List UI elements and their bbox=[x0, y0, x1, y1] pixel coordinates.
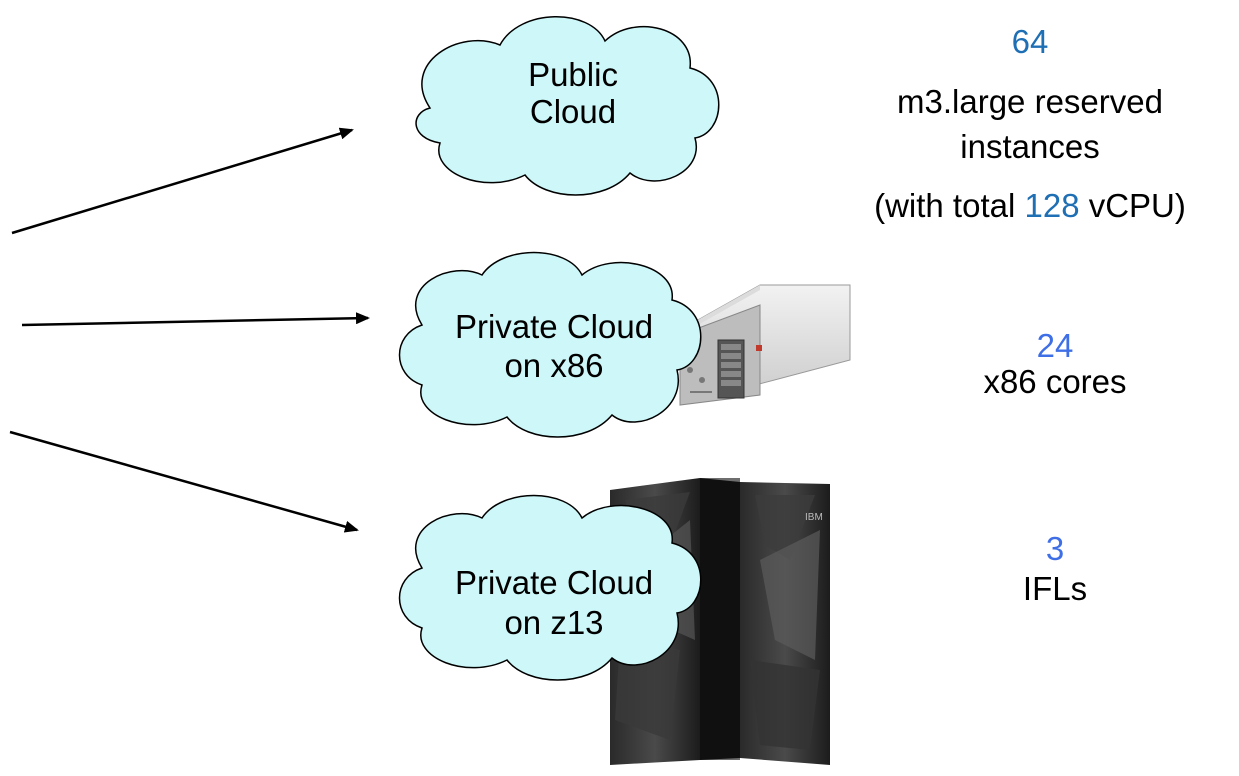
public-instance-word: instances bbox=[960, 128, 1099, 165]
public-instance-count: 64 bbox=[1012, 23, 1049, 60]
x86-cloud-label-line1: Private Cloud bbox=[455, 308, 653, 345]
vcpu-prefix: (with total bbox=[874, 187, 1024, 224]
x86-private-cloud: Private Cloud on x86 bbox=[398, 251, 702, 438]
public-vcpu-total: (with total 128 vCPU) bbox=[874, 187, 1186, 224]
mainframe-logo: IBM bbox=[805, 512, 823, 523]
x86-result: 24 x86 cores bbox=[983, 327, 1126, 400]
x86-core-label: x86 cores bbox=[983, 363, 1126, 400]
arrow-to-x86-cloud bbox=[21, 312, 370, 327]
public-cloud-label-line2: Cloud bbox=[530, 93, 616, 130]
public-cloud: Public Cloud bbox=[415, 16, 720, 196]
x86-cloud-label-line2: on x86 bbox=[504, 347, 603, 384]
ifl-label: IFLs bbox=[1023, 570, 1087, 607]
z13-result: 3 IFLs bbox=[1023, 530, 1087, 607]
vcpu-number: 128 bbox=[1024, 187, 1079, 224]
public-result: 64 m3.large reserved instances (with tot… bbox=[874, 23, 1186, 224]
vcpu-suffix: vCPU) bbox=[1080, 187, 1186, 224]
z13-cloud-label-line1: Private Cloud bbox=[455, 564, 653, 601]
rack-server-image bbox=[679, 284, 851, 406]
z13-private-cloud: Private Cloud on z13 bbox=[398, 494, 702, 681]
public-cloud-label-line1: Public bbox=[528, 56, 618, 93]
x86-core-count: 24 bbox=[1037, 327, 1074, 364]
public-instance-type: m3.large reserved bbox=[897, 83, 1163, 120]
ifl-count: 3 bbox=[1046, 530, 1064, 567]
z13-cloud-label-line2: on z13 bbox=[504, 604, 603, 641]
arrow-to-z13-cloud bbox=[9, 430, 359, 533]
arrow-to-public-cloud bbox=[11, 127, 354, 235]
